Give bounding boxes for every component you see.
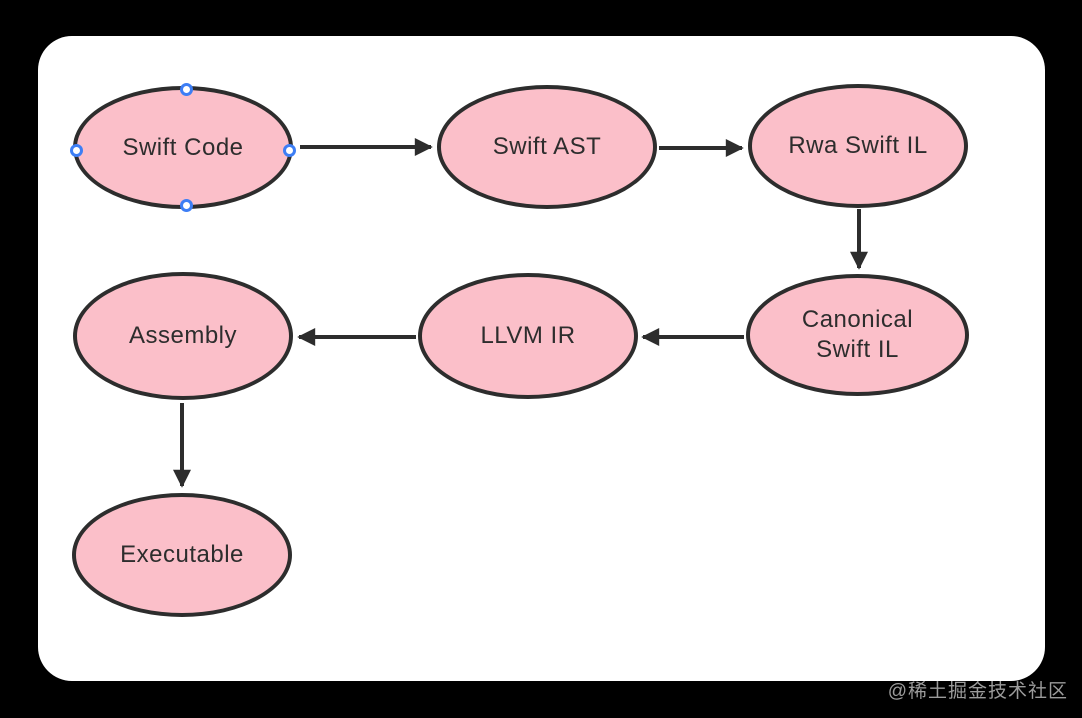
node-llvm-ir[interactable]: LLVM IR — [418, 273, 638, 399]
node-label: Canonical Swift IL — [801, 306, 914, 363]
selection-handle-top[interactable] — [180, 83, 193, 96]
watermark: @稀土掘金技术社区 — [887, 681, 1068, 702]
node-executable[interactable]: Executable — [72, 493, 292, 617]
node-swift-ast[interactable]: Swift AST — [437, 85, 657, 209]
selection-handle-left[interactable] — [70, 144, 83, 157]
node-canonical-swift-il[interactable]: Canonical Swift IL — [746, 274, 969, 396]
node-label: Executable — [120, 541, 244, 568]
node-label: Rwa Swift IL — [788, 132, 928, 159]
selection-handle-bottom[interactable] — [180, 199, 193, 212]
node-swift-code[interactable]: Swift Code — [70, 83, 296, 212]
selection-handle-right[interactable] — [283, 144, 296, 157]
node-label: Swift AST — [492, 133, 602, 160]
node-label: Swift Code — [122, 133, 244, 161]
node-rwa-swift-il[interactable]: Rwa Swift IL — [748, 84, 968, 208]
node-assembly[interactable]: Assembly — [73, 272, 293, 400]
node-label: LLVM IR — [480, 322, 576, 349]
node-label: Assembly — [128, 322, 238, 349]
